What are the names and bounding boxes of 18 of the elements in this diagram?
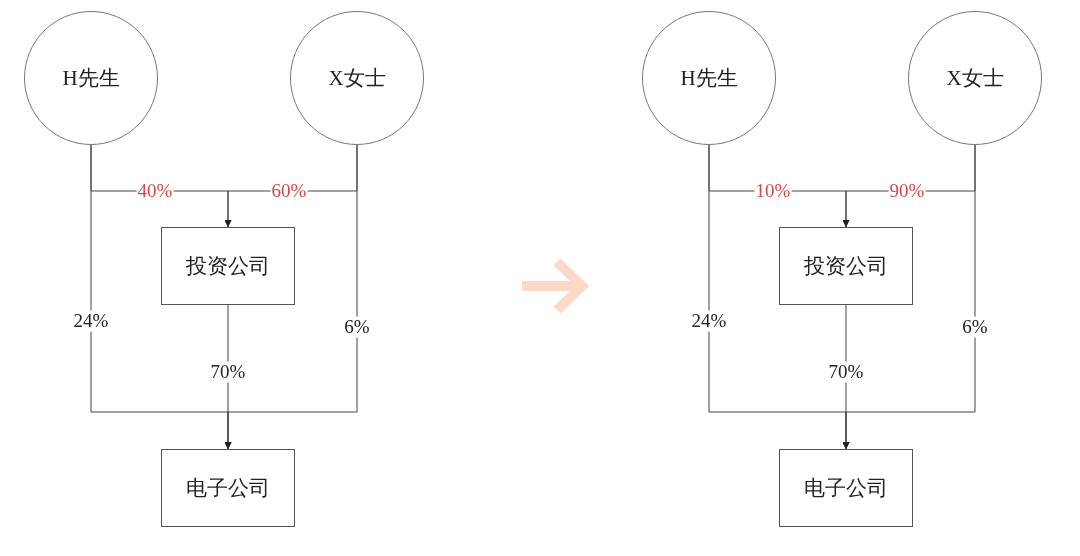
edge-label: 6% bbox=[961, 316, 989, 338]
company-box bbox=[779, 449, 913, 527]
node-label: X女士 bbox=[328, 65, 386, 92]
node-label: H先生 bbox=[62, 65, 120, 92]
edge-label: 70% bbox=[209, 361, 247, 383]
edge-label: 24% bbox=[72, 310, 110, 332]
edge-label: 70% bbox=[827, 361, 865, 383]
company-box bbox=[161, 227, 295, 305]
node-label: 投资公司 bbox=[804, 253, 888, 280]
company-box bbox=[161, 449, 295, 527]
node-label: 投资公司 bbox=[186, 253, 270, 280]
edge-label: 6% bbox=[343, 316, 371, 338]
node-label: H先生 bbox=[680, 65, 738, 92]
node-label: 电子公司 bbox=[186, 475, 270, 502]
node-label: 电子公司 bbox=[804, 475, 888, 502]
node-label: X女士 bbox=[946, 65, 1004, 92]
edge-label: 24% bbox=[690, 310, 728, 332]
company-box bbox=[779, 227, 913, 305]
